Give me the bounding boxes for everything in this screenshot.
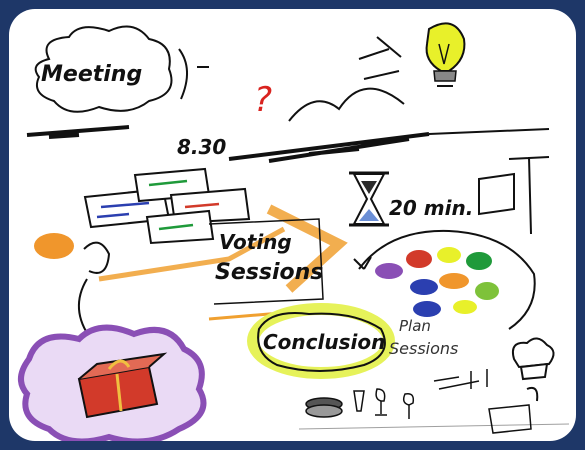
chef-hat-icon — [511, 337, 555, 402]
sketch-scene: Meeting ? 8.30 — [18, 22, 570, 441]
table-items — [298, 369, 570, 434]
voting-sessions: Voting Sessions — [208, 218, 324, 305]
speech-bubbles-icon — [353, 229, 536, 330]
hourglass-icon — [349, 171, 389, 227]
document-stack — [83, 167, 251, 245]
gift-icon — [77, 352, 168, 419]
meeting-label: Meeting — [41, 62, 142, 87]
question-mark: ? — [254, 80, 272, 120]
meeting-cloud: Meeting — [34, 25, 209, 113]
light-bulb-icon — [425, 22, 466, 87]
gift-cloud — [18, 324, 207, 441]
duration-label: 20 min. — [389, 196, 473, 220]
drawing-canvas: Meeting ? 8.30 — [9, 9, 576, 441]
conclusion-group: Conclusion — [247, 303, 395, 379]
plan-label-line1: Plan — [399, 317, 431, 335]
plan-label-line2: Sessions — [389, 339, 458, 358]
voting-label-line2: Sessions — [215, 260, 323, 285]
time-label: 8.30 — [177, 135, 226, 159]
voting-label-line1: Voting — [219, 230, 292, 254]
person-figure — [34, 233, 111, 340]
conclusion-label: Conclusion — [263, 330, 385, 354]
